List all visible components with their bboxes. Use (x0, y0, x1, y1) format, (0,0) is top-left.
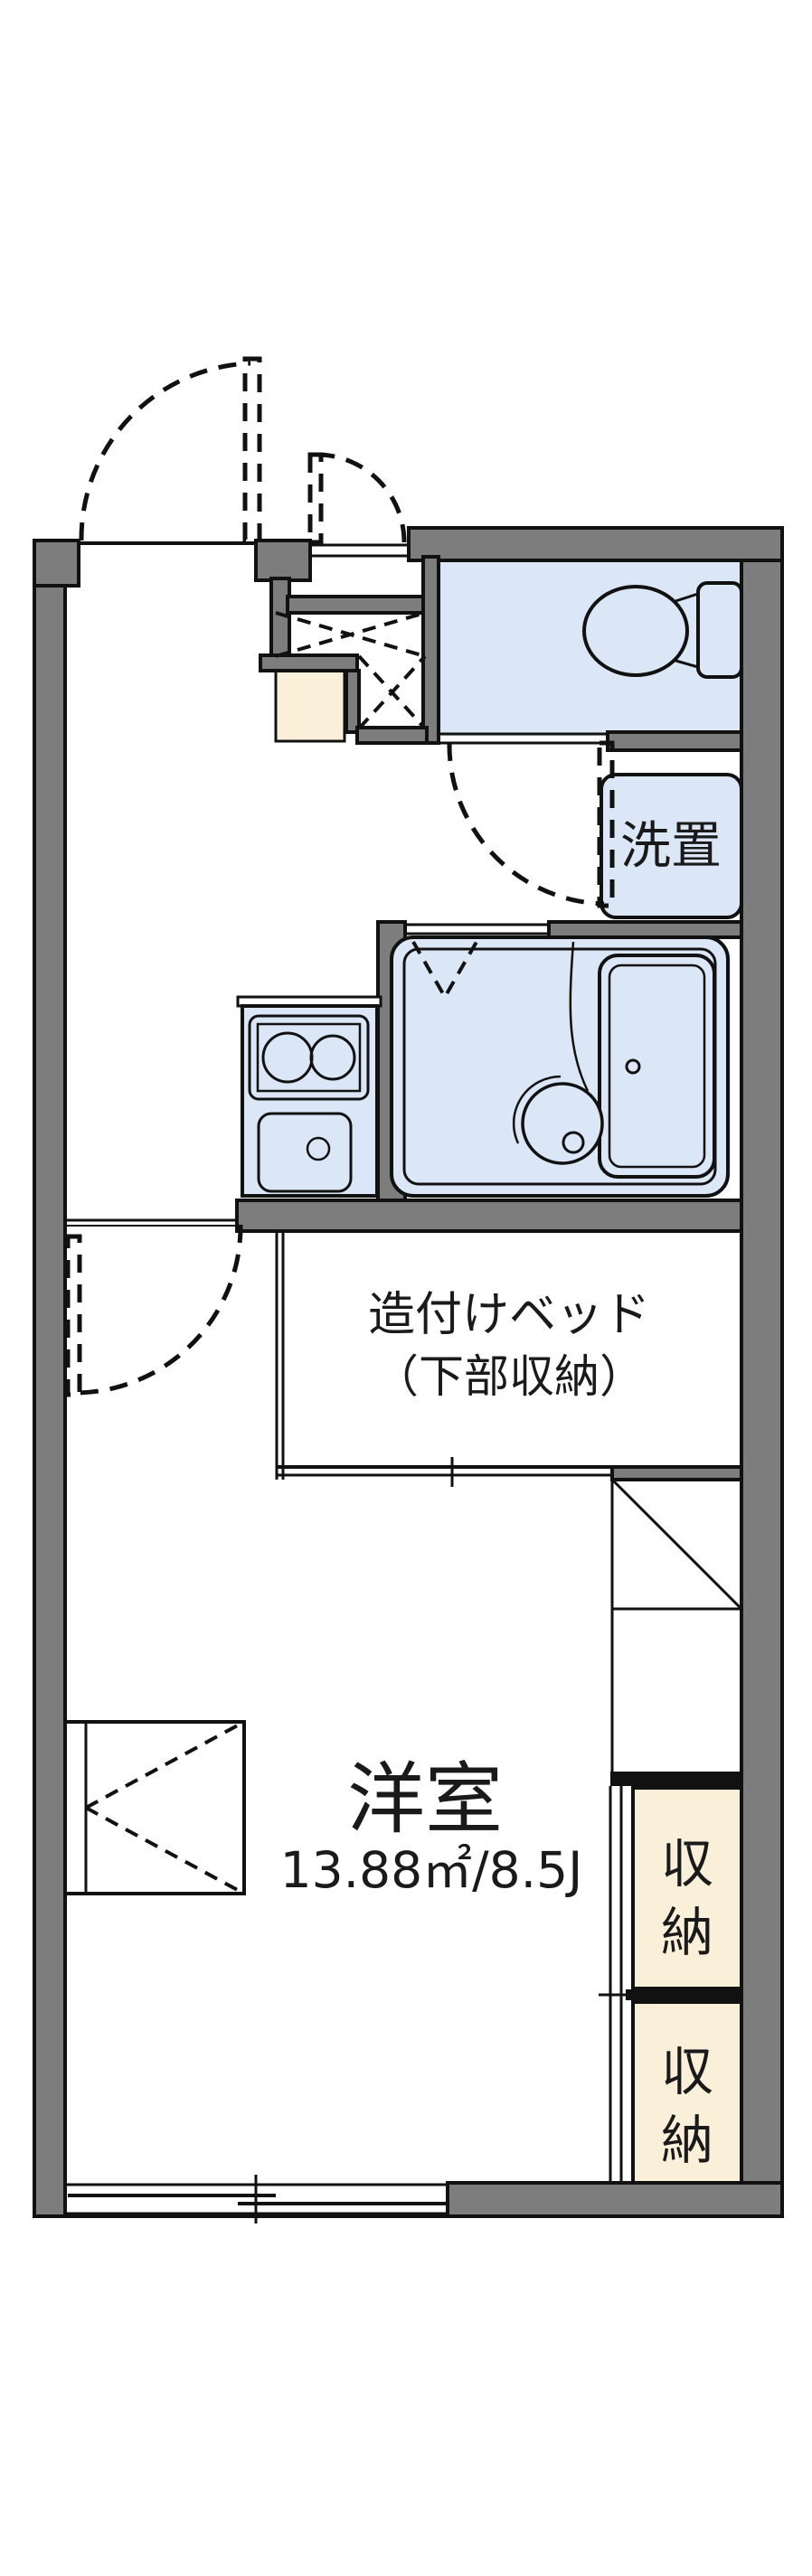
toilet-door-leaf (597, 740, 615, 908)
desk-diagonal-up (85, 1720, 245, 1810)
entrance-door-arc (79, 361, 251, 541)
genkan-wall-top (259, 653, 359, 672)
washer-space: 洗置 (600, 773, 743, 919)
bath-counter-line (569, 941, 590, 1092)
entrance-door-leaf (242, 356, 262, 542)
wash-basin-drain (562, 1131, 585, 1154)
genkan-step (274, 669, 346, 743)
storage-upper-char2: 納 (661, 1902, 713, 1963)
exterior-walls (33, 526, 784, 2218)
sliding-window (34, 2175, 782, 2223)
genkan-wall-right (345, 669, 361, 734)
room-area-label: 13.88㎡/8.5J (280, 1841, 583, 1899)
wash-basin (521, 1082, 604, 1165)
desk-diagonal-down (85, 1806, 245, 1895)
second-door-arc (315, 452, 407, 543)
bed-bottom-wall-right (610, 1465, 743, 1481)
sink-drain (306, 1136, 331, 1161)
top-wall-mid-block (254, 539, 312, 582)
toilet-join-bottom (672, 658, 699, 669)
text-labels: 造付けベッド （下部収納） 洋室 13.88㎡/8.5J 収 納 収 納 (280, 1288, 713, 2171)
room-door-arc (73, 1224, 243, 1396)
left-wall (33, 539, 67, 2218)
toilet-left-wall (421, 555, 440, 745)
stove-outer (248, 1014, 370, 1101)
entry-closet-wall-top (286, 595, 429, 615)
fridge-space-diagonal (610, 1478, 743, 1611)
storage-lower-char1: 収 (661, 2041, 713, 2102)
room-door-leaf (65, 1234, 82, 1397)
storage-upper-char1: 収 (661, 1833, 713, 1894)
storage-lower-char2: 納 (661, 2110, 713, 2171)
right-wall (740, 526, 784, 2218)
bottom-wall-right (446, 2181, 784, 2218)
floor-fills (274, 559, 741, 743)
storage-lower (631, 2000, 743, 2185)
kitchen-counter (241, 1004, 379, 1198)
entry-closet-wall-bottom (355, 726, 429, 745)
toilet-join-top (672, 592, 699, 604)
entrance-closet (275, 611, 427, 730)
toilet-bottom-wall (606, 730, 743, 752)
built-in-bed (275, 1231, 612, 1487)
top-wall-right (407, 526, 784, 562)
closet-column (599, 1478, 743, 2185)
closet-x-lower-2 (357, 654, 427, 730)
washer-space-label: 洗置 (620, 817, 722, 876)
room-name-label: 洋室 (347, 1754, 503, 1845)
toilet-door-arc (447, 742, 605, 907)
storage-divider-band (626, 1989, 741, 2000)
toilet-fixture (582, 581, 743, 679)
bathtub (598, 954, 716, 1179)
top-left-pillar (33, 539, 80, 588)
toilet-bowl (582, 585, 689, 677)
storage-top-band (610, 1772, 741, 1786)
second-door-leaf (307, 452, 324, 545)
bed-label-line1: 造付けベッド (368, 1288, 650, 1342)
kitchen (236, 995, 382, 1198)
kitchen-sink (257, 1112, 353, 1193)
bathroom-top-wall (547, 920, 743, 939)
desk-marker (63, 1720, 246, 1895)
bathtub-inner (608, 964, 706, 1169)
stove-inner (256, 1022, 362, 1093)
bathroom (390, 935, 730, 1198)
bed-label-line2: （下部収納） (373, 1350, 645, 1403)
closet-x-upper-2 (275, 611, 426, 658)
toilet-tank (696, 581, 743, 679)
desk-box (63, 1720, 246, 1895)
stove-burner-right (309, 1034, 356, 1081)
bathtub-drain (625, 1058, 641, 1075)
storage-upper (631, 1786, 743, 1990)
bed-top-wall (235, 1199, 743, 1233)
wash-basin-rim (512, 1075, 562, 1144)
doors (65, 356, 615, 1397)
